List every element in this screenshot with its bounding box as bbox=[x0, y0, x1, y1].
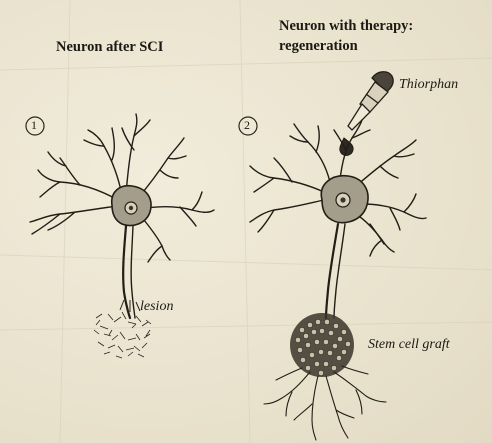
neuron-1-axon bbox=[122, 224, 132, 320]
neuron-after-sci bbox=[29, 113, 215, 320]
panel-2-title-line-1: Neuron with therapy: bbox=[279, 18, 414, 34]
lesion-scar-tissue bbox=[93, 299, 152, 359]
panel-2-title-line-2: regeneration bbox=[279, 38, 358, 54]
regenerating-axons bbox=[263, 365, 387, 441]
panel-2-number: 2 bbox=[244, 118, 250, 132]
panel-1-number-badge bbox=[25, 116, 45, 136]
stem-cell-graft-label: Stem cell graft bbox=[368, 337, 450, 352]
neuron-with-therapy bbox=[249, 119, 427, 320]
thiorphan-label: Thiorphan bbox=[399, 77, 459, 92]
panel-1-number: 1 bbox=[31, 118, 37, 132]
panel-1-title: Neuron after SCI bbox=[56, 39, 164, 55]
stem-cell-graft bbox=[290, 313, 354, 377]
dropper-icon bbox=[347, 71, 394, 131]
lesion-label: lesion bbox=[140, 299, 174, 314]
drop-icon bbox=[339, 137, 354, 156]
neuron-1-dendrites bbox=[29, 113, 215, 263]
neuron-2-dendrites bbox=[249, 119, 427, 257]
panel-2-number-badge bbox=[238, 116, 258, 136]
neuron-2-axon bbox=[324, 222, 340, 320]
